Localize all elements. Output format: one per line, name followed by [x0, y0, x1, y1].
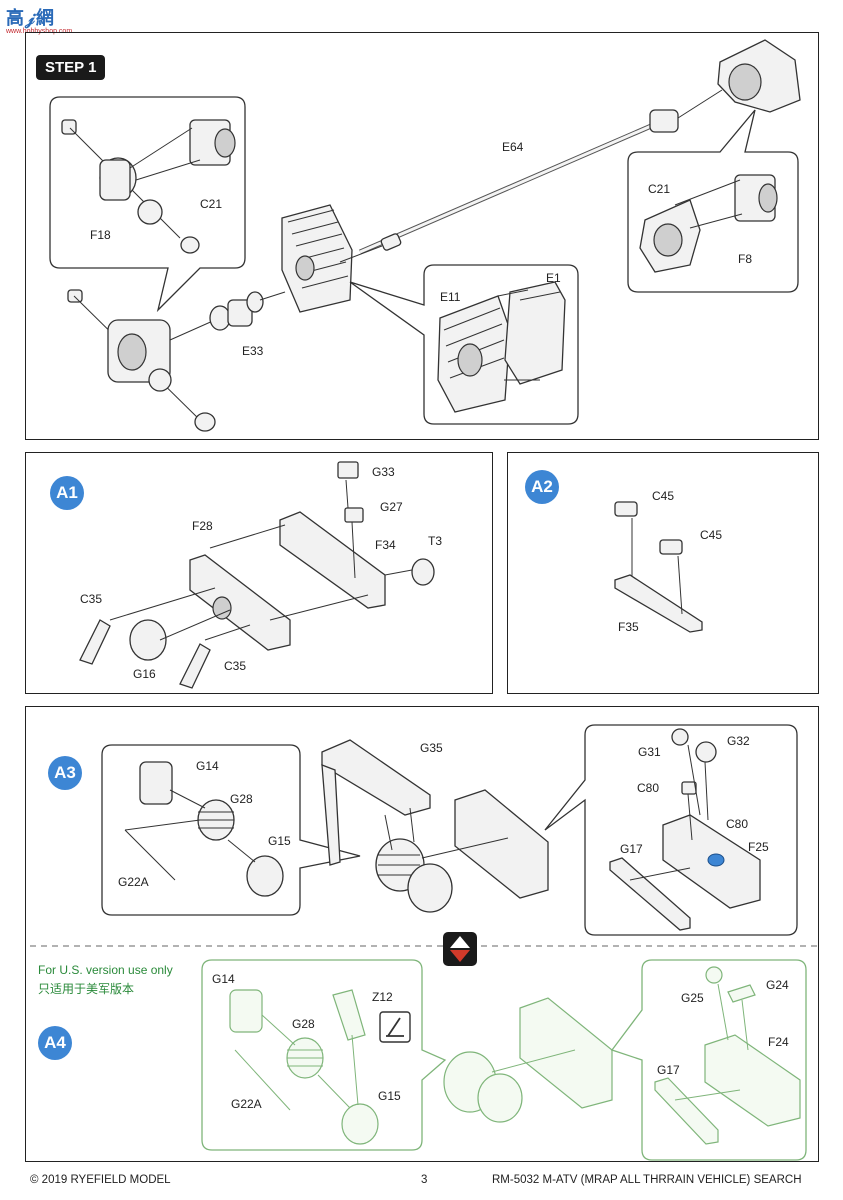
- step-title: STEP 1: [36, 55, 106, 80]
- us-version-note-cn: 只适用于美军版本: [38, 982, 135, 996]
- label-t3: T3: [428, 534, 443, 548]
- us-version-note: For U.S. version use only: [38, 963, 173, 977]
- footer-product: RM-5032 M-ATV (MRAP ALL THRRAIN VEHICLE)…: [492, 1174, 802, 1186]
- label-a4-g14: G14: [212, 972, 235, 986]
- label-f28: F28: [192, 519, 213, 533]
- label-f34: F34: [375, 538, 396, 552]
- label-c45-bottom: C45: [700, 528, 723, 542]
- a2-badge: A2: [525, 470, 559, 504]
- watermark-logo: 高𝒿網: [6, 8, 55, 29]
- label-f24: F24: [768, 1035, 789, 1049]
- a4-badge: A4: [38, 1026, 72, 1060]
- a2-panel: [507, 452, 819, 694]
- alternate-icon: [443, 932, 477, 966]
- watermark-url: www.hobbyshop.com: [6, 28, 73, 35]
- label-c80-bottom: C80: [726, 817, 749, 831]
- label-e64: E64: [502, 140, 524, 154]
- label-a4-g17: G17: [657, 1063, 680, 1077]
- label-f18: F18: [90, 228, 111, 242]
- a3-right-parts: [609, 728, 761, 931]
- label-a3-g17: G17: [620, 842, 643, 856]
- label-f8: F8: [738, 252, 753, 266]
- a2-assembly: [614, 501, 703, 633]
- step1-panel: [25, 32, 819, 440]
- a1-panel: [25, 452, 493, 694]
- label-f25: F25: [748, 840, 769, 854]
- a3-badge: A3: [48, 756, 82, 790]
- label-a3-g22a: G22A: [118, 875, 149, 889]
- front-axle-detail: [61, 119, 236, 254]
- label-g27: G27: [380, 500, 403, 514]
- label-c21-right: C21: [648, 182, 671, 196]
- label-g31: G31: [638, 745, 661, 759]
- label-e11: E11: [440, 290, 461, 304]
- label-g35: G35: [420, 741, 443, 755]
- rear-axle-detail: [639, 174, 778, 273]
- label-a3-g14: G14: [196, 759, 219, 773]
- transfer-case: [281, 204, 353, 313]
- a4-left-bubble: [201, 959, 447, 1151]
- e33-joint: [209, 291, 286, 331]
- label-a4-g22a: G22A: [231, 1097, 262, 1111]
- label-e1: E1: [546, 271, 561, 285]
- a3-a4-panel: [25, 706, 819, 1162]
- front-axle-main: [67, 289, 216, 432]
- label-c35-top: C35: [80, 592, 103, 606]
- label-z12: Z12: [372, 990, 393, 1004]
- label-g25: G25: [681, 991, 704, 1005]
- c80-highlight: [707, 853, 725, 867]
- a1-badge: A1: [50, 476, 84, 510]
- label-c21-left: C21: [200, 197, 223, 211]
- transfer-case-halves: [437, 281, 566, 413]
- rear-differential: [677, 39, 801, 119]
- label-c35-bottom: C35: [224, 659, 247, 673]
- label-f35: F35: [618, 620, 639, 634]
- label-c45-top: C45: [652, 489, 675, 503]
- label-g24: G24: [766, 978, 789, 992]
- footer-copyright: © 2019 RYEFIELD MODEL: [30, 1174, 171, 1186]
- a4-left-parts: [229, 989, 379, 1145]
- label-a4-g28: G28: [292, 1017, 315, 1031]
- a4-right-parts: [654, 966, 801, 1145]
- z12-icon: [379, 1011, 411, 1043]
- watermark: 高𝒿網 www.hobbyshop.com: [6, 4, 73, 38]
- a4-main-parts: [443, 997, 613, 1123]
- label-g33: G33: [372, 465, 395, 479]
- a1-assembly: [79, 461, 435, 689]
- a3-main-parts: [321, 739, 549, 913]
- label-c80-top: C80: [637, 781, 660, 795]
- footer-page-number: 3: [421, 1174, 428, 1186]
- label-e33: E33: [242, 344, 264, 358]
- a3-left-parts: [124, 761, 284, 897]
- label-g32: G32: [727, 734, 750, 748]
- e64-driveshaft: [339, 109, 679, 263]
- label-g16: G16: [133, 667, 156, 681]
- label-a4-g15: G15: [378, 1089, 401, 1103]
- label-a3-g15: G15: [268, 834, 291, 848]
- label-a3-g28: G28: [230, 792, 253, 806]
